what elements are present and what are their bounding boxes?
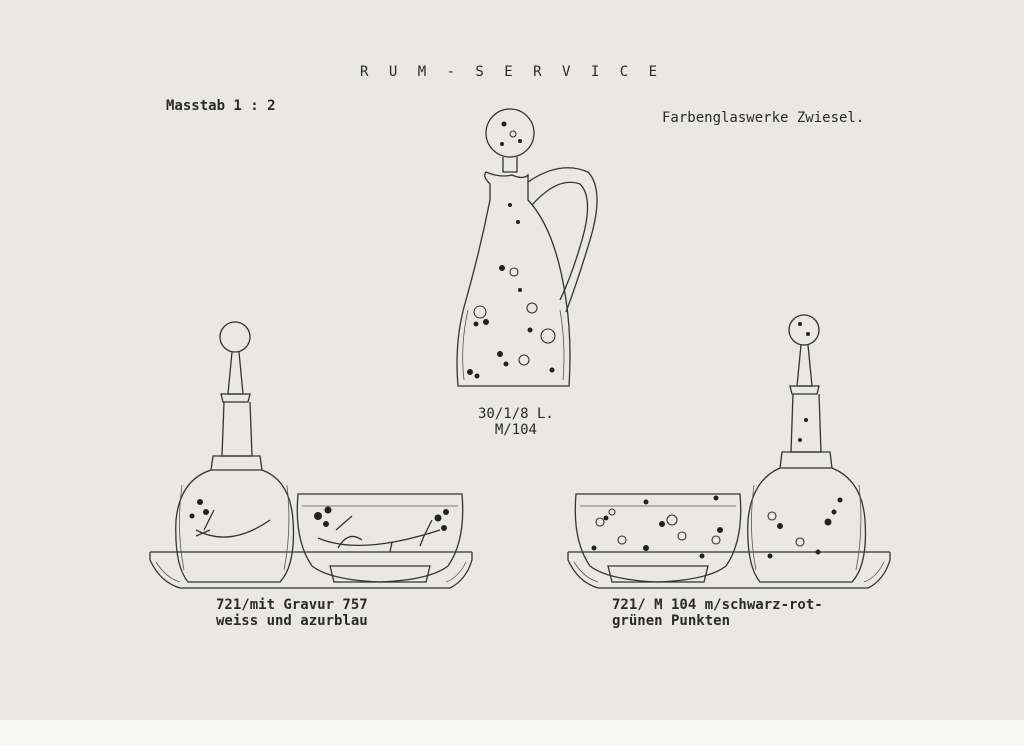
center-caption-line1: 30/1/8 L. xyxy=(478,406,554,422)
glassware-drawing xyxy=(149,108,891,589)
page-title: R U M - S E R V I C E xyxy=(360,64,664,80)
left-caption-line1: 721/mit Gravur 757 xyxy=(216,597,368,613)
manufacturer-label: Farbenglaswerke Zwiesel. xyxy=(662,110,865,126)
right-caption: 721/ M 104 m/schwarz-rot- grünen Punkten xyxy=(612,597,823,629)
left-caption: 721/mit Gravur 757 weiss und azurblau xyxy=(216,597,368,629)
right-decanter-illustration xyxy=(747,314,867,583)
center-caption: 30/1/8 L. M/104 xyxy=(478,406,554,438)
right-tray-illustration xyxy=(567,551,891,589)
right-caption-line2: grünen Punkten xyxy=(612,613,731,629)
left-tray-illustration xyxy=(149,551,473,589)
right-caption-line1: 721/ M 104 m/schwarz-rot- xyxy=(612,597,823,613)
left-bowl-illustration xyxy=(296,493,464,583)
scan-margin xyxy=(0,720,1024,745)
catalog-sheet xyxy=(0,0,1024,720)
center-caption-line2: M/104 xyxy=(494,422,537,438)
left-decanter-illustration xyxy=(175,321,295,583)
left-caption-line2: weiss und azurblau xyxy=(216,613,368,629)
pitcher-illustration xyxy=(456,108,598,387)
right-bowl-illustration xyxy=(574,493,742,583)
scale-label: Masstab 1 : 2 xyxy=(166,98,276,114)
